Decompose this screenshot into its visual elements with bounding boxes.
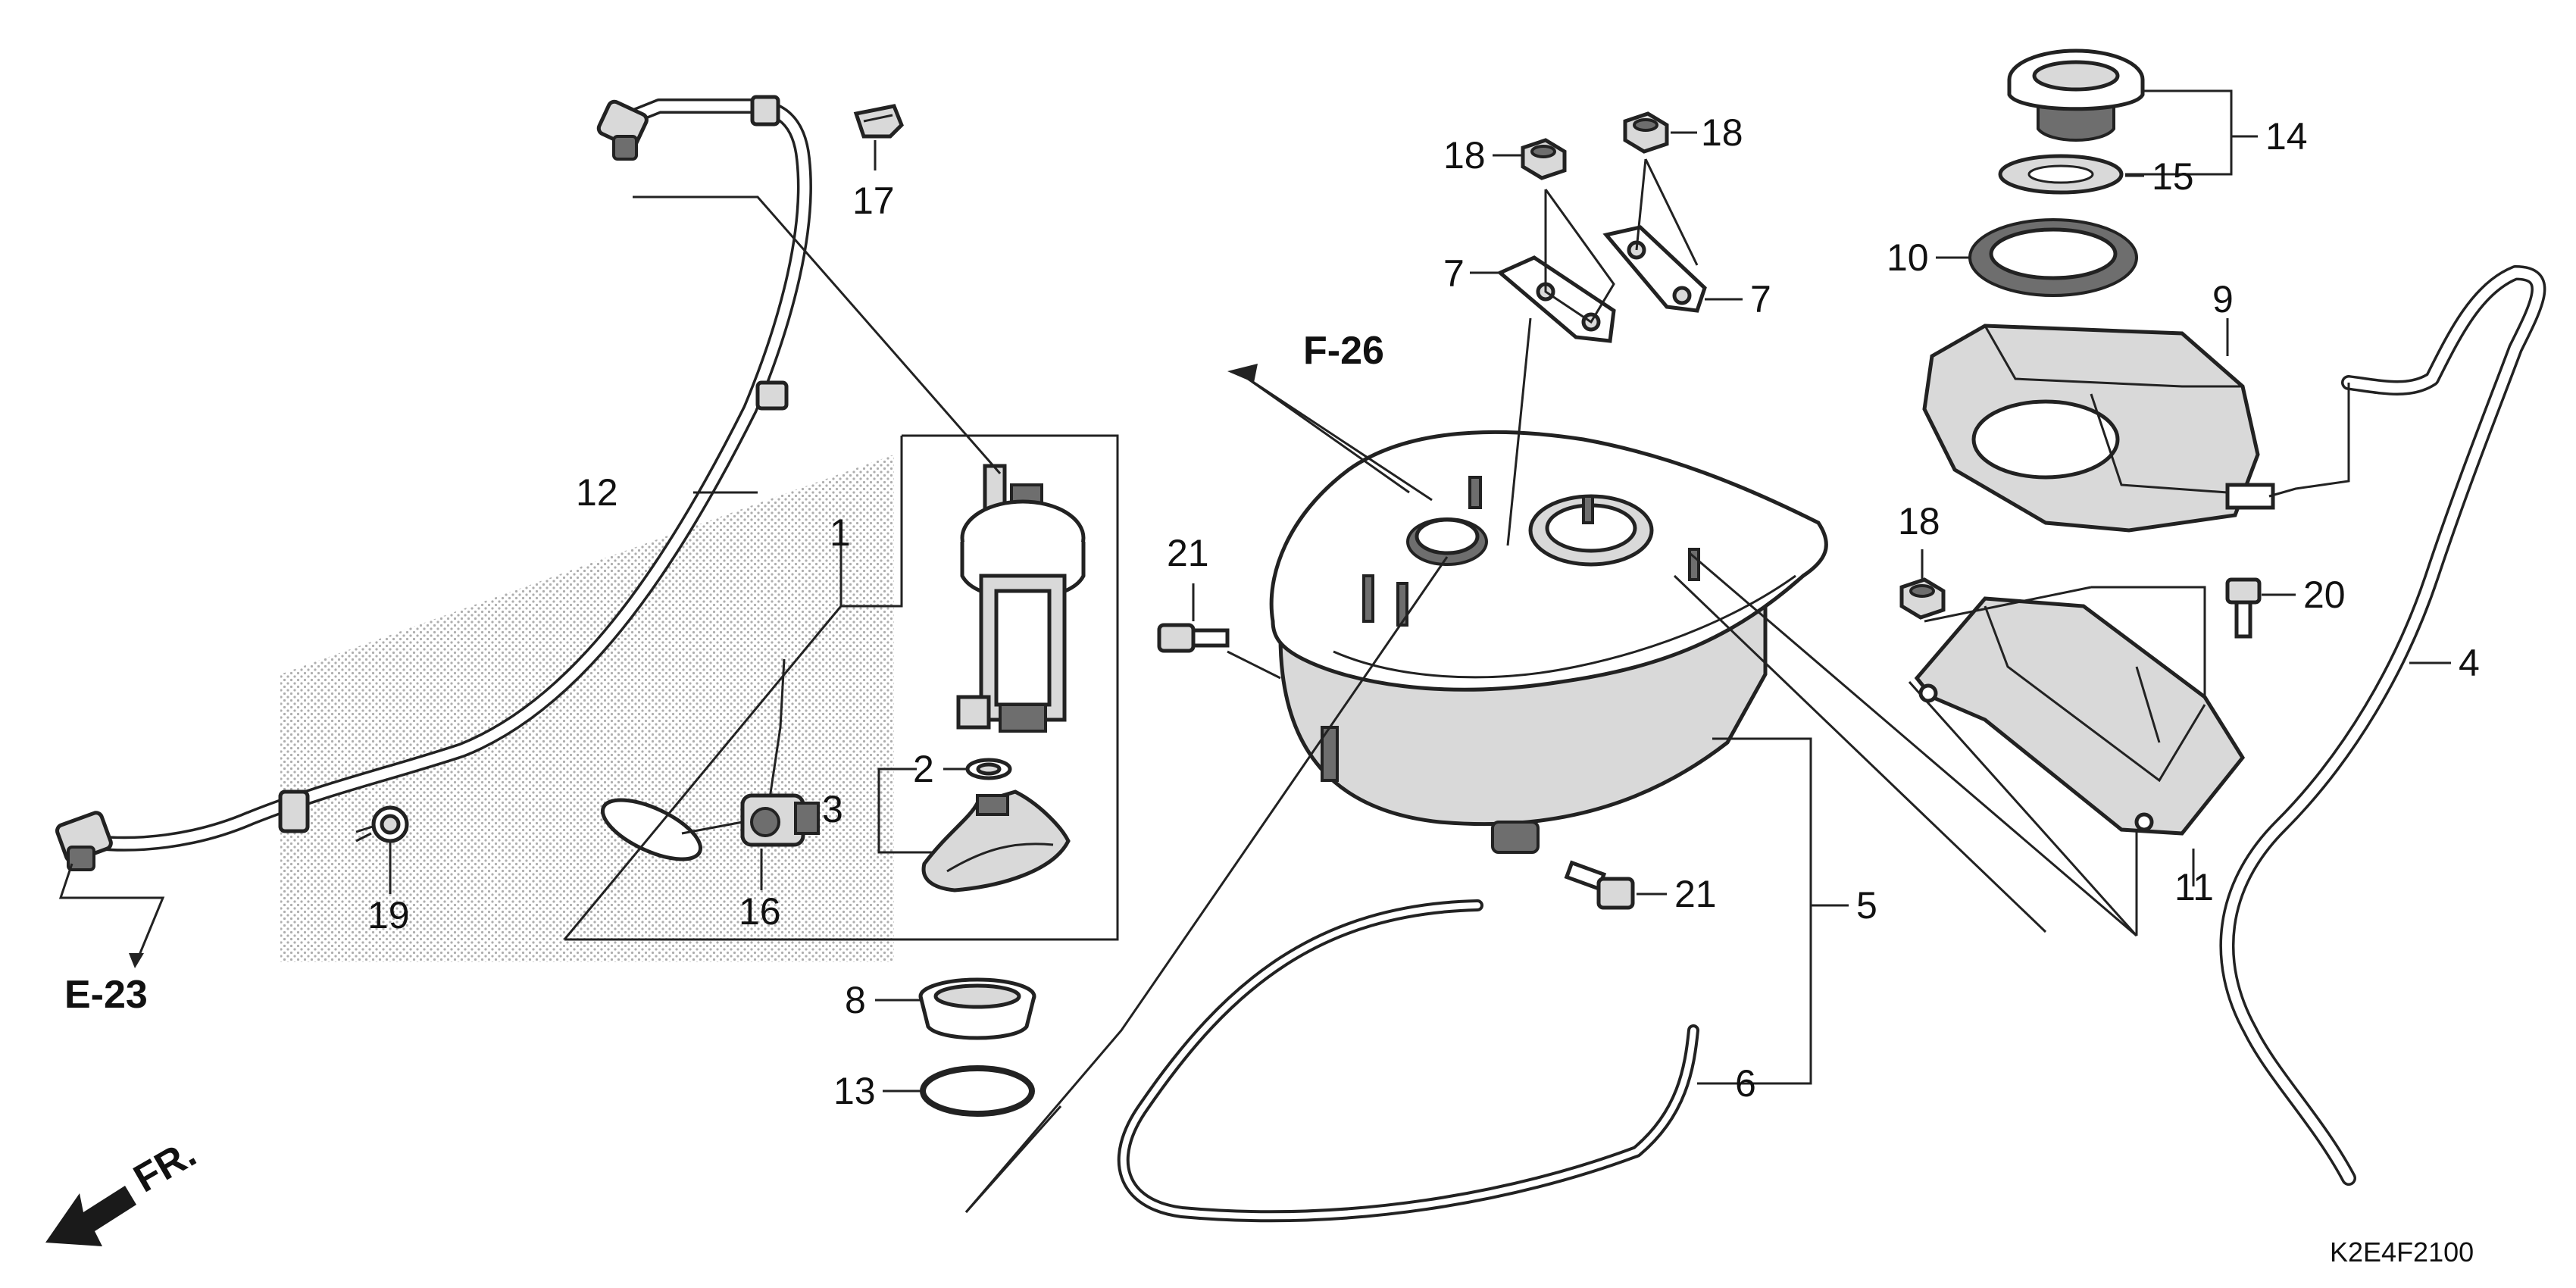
- label-12: 12: [576, 471, 618, 514]
- label-18-b: 18: [1701, 111, 1743, 154]
- part-9-filler-cover[interactable]: [1922, 324, 2275, 533]
- label-21-a: 21: [1167, 532, 1209, 574]
- label-15: 15: [2152, 155, 2194, 198]
- part-code: K2E4F2100: [2330, 1236, 2474, 1268]
- label-10: 10: [1887, 236, 1929, 279]
- part-18-nut-c[interactable]: [1899, 577, 1946, 620]
- label-8: 8: [845, 979, 866, 1021]
- part-1-fuel-pump-module[interactable]: [956, 464, 1086, 733]
- part-19-hose-clamp[interactable]: [355, 805, 409, 843]
- front-label: FR.: [127, 1131, 204, 1201]
- part-20-bolt[interactable]: [2225, 577, 2262, 639]
- label-17: 17: [852, 180, 895, 222]
- part-21-bolt-b[interactable]: [1564, 860, 1635, 910]
- reference-f26: F-26: [1303, 329, 1384, 373]
- label-14: 14: [2265, 115, 2308, 158]
- label-3: 3: [822, 788, 843, 830]
- part-15-cap-washer[interactable]: [1998, 154, 2124, 195]
- part-21-bolt-a[interactable]: [1157, 623, 1230, 653]
- part-11-tank-tray[interactable]: [1914, 596, 2246, 836]
- part-16-fuel-level-sensor[interactable]: [595, 658, 820, 871]
- label-11: 11: [2174, 866, 2214, 908]
- part-10-filler-seal[interactable]: [1968, 218, 2138, 297]
- front-direction-arrow: [45, 1186, 136, 1246]
- part-8-pump-seal-ring[interactable]: [918, 977, 1036, 1040]
- part-13-o-ring[interactable]: [920, 1065, 1035, 1117]
- part-3-fuel-filter[interactable]: [921, 789, 1071, 893]
- label-2: 2: [913, 748, 934, 790]
- part-2-pump-gasket[interactable]: [965, 758, 1012, 780]
- part-18-nut-b[interactable]: [1623, 111, 1669, 154]
- label-7-left: 7: [1443, 252, 1465, 295]
- watermark-background: [280, 455, 894, 962]
- part-17-hose-clip[interactable]: [853, 104, 904, 139]
- part-4-breather-hose[interactable]: [2219, 265, 2546, 1186]
- leader-lines: [58, 89, 2451, 1213]
- label-16: 16: [739, 890, 781, 933]
- label-18-a: 18: [1443, 134, 1486, 177]
- label-5: 5: [1856, 884, 1877, 927]
- label-9: 9: [2212, 278, 2234, 320]
- label-21-b: 21: [1674, 873, 1717, 915]
- label-4: 4: [2459, 642, 2480, 684]
- part-12-fuel-hose[interactable]: [55, 95, 812, 871]
- part-5-fuel-tank[interactable]: [1269, 430, 1828, 854]
- label-20: 20: [2303, 574, 2346, 616]
- part-7-stay-bracket-right[interactable]: [1602, 225, 1707, 313]
- part-6-tank-seal[interactable]: [1117, 899, 1699, 1223]
- label-18-c: 18: [1898, 500, 1940, 542]
- label-7-right: 7: [1750, 278, 1771, 320]
- label-6: 6: [1735, 1062, 1756, 1105]
- part-14-fuel-filler-cap[interactable]: [2007, 48, 2145, 142]
- reference-e23: E-23: [64, 973, 148, 1017]
- label-13: 13: [833, 1070, 876, 1112]
- label-19: 19: [367, 894, 410, 936]
- label-1: 1: [830, 511, 851, 554]
- part-18-nut-a[interactable]: [1521, 138, 1567, 180]
